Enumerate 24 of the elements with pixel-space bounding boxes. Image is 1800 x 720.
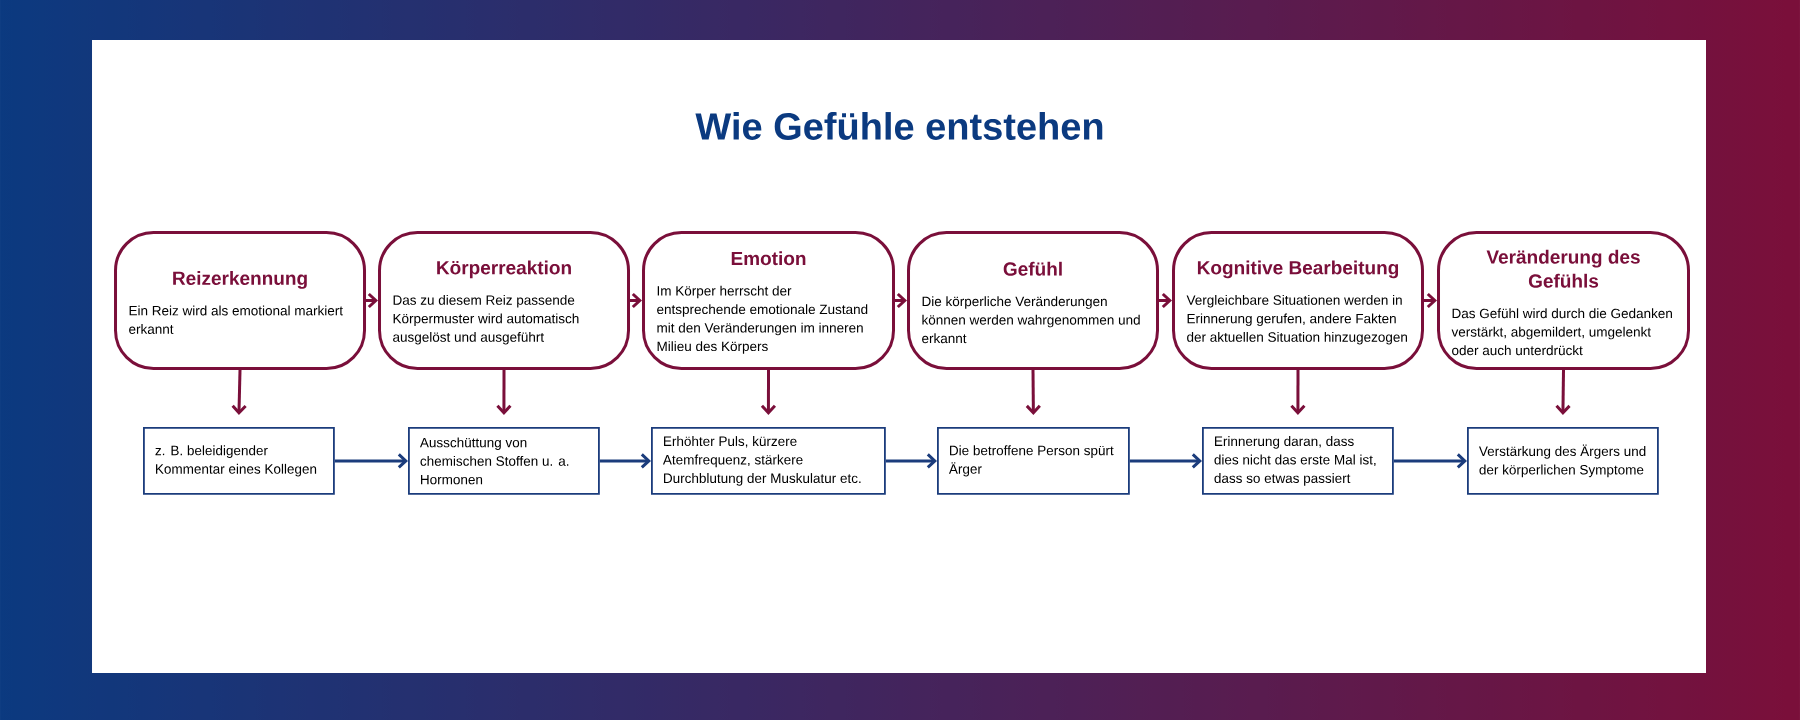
result-box: Ausschüttung von chemischen Stoffen u. a. Hormonen: [408, 427, 600, 495]
arrow: [1555, 369, 1571, 415]
result-box: z. B. beleidigender Kommentar eines Kollegen: [143, 427, 335, 495]
result-box: Erhöhter Puls, kürzere Atemfrequenz, stärkere Durchblutung der Muskulatur etc.: [651, 427, 886, 495]
arrow: [1129, 453, 1202, 469]
result-box: Verstärkung des Ärgers und der körperlichen Symptome: [1467, 427, 1659, 495]
arrow: [599, 453, 651, 469]
arrow: [231, 369, 247, 415]
process-box: Emotion Im Körper herrscht der entsprechende emotionale Zustand mit den Veränderungen im inneren Milieu des Körpers: [642, 231, 895, 370]
arrow: [760, 370, 777, 415]
process-box: Kognitive Bearbeitung Vergleichbare Situationen werden in Erinnerung gerufen, andere Fakten der aktuellen Situation hinzugezogen: [1172, 231, 1424, 370]
process-box: Veränderung des Gefühls Das Gefühl wird durch die Gedanken verstärkt, abgemildert, umgelenkt oder auch unterdrückt: [1437, 231, 1690, 370]
arrow: [1393, 453, 1467, 469]
process-box: Körperreaktion Das zu diesem Reiz passende Körpermuster wird automatisch ausgelöst und ausgeführt: [378, 231, 630, 370]
result-box: Erinnerung daran, dass dies nicht das erste Mal ist, dass so etwas passiert: [1202, 427, 1394, 495]
arrow: [496, 370, 512, 415]
process-box: Gefühl Die körperliche Veränderungen können werden wahrgenommen und erkannt: [907, 231, 1159, 370]
title: Wie Gefühle entstehen: [695, 112, 1103, 140]
arrow: [885, 453, 937, 469]
process-box: Reizerkennung Ein Reiz wird als emotional markiert erkannt: [114, 231, 366, 370]
arrow: [1025, 370, 1041, 415]
result-box: Die betroffene Person spürt Ärger: [937, 427, 1130, 495]
arrow: [334, 453, 408, 469]
arrow: [1290, 370, 1306, 415]
